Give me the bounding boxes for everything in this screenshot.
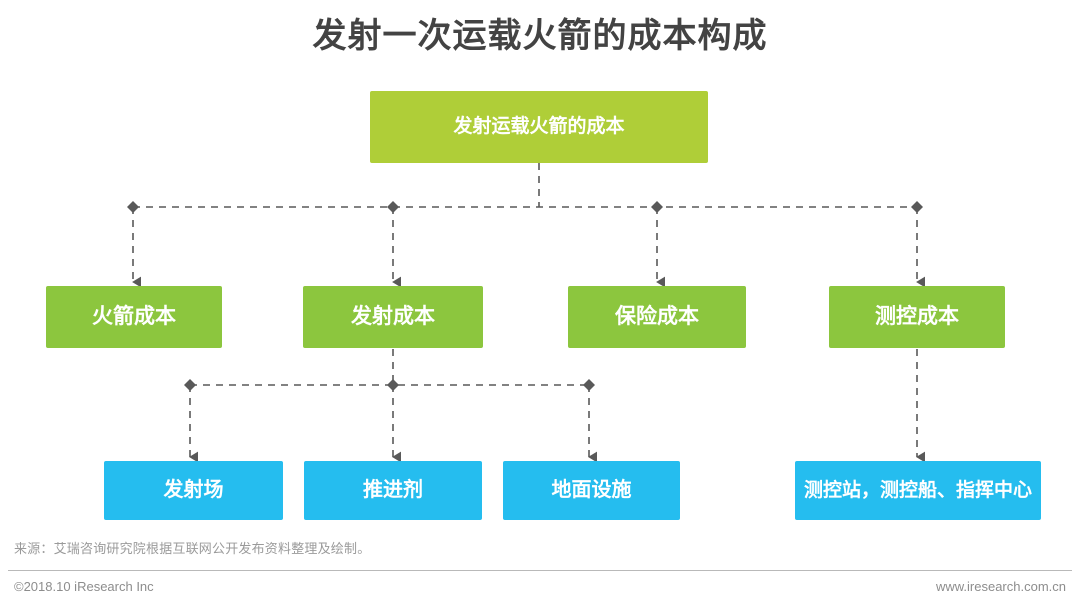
website-link[interactable]: www.iresearch.com.cn: [935, 579, 1066, 594]
node-launch-cost[interactable]: 发射成本: [303, 286, 483, 348]
diamond-junction-launch: [387, 201, 399, 213]
node-ground-facility[interactable]: 地面设施: [503, 461, 680, 520]
node-rocket-cost[interactable]: 火箭成本: [46, 286, 222, 348]
diamond-junction-insurance: [651, 201, 663, 213]
diamond-junction-rocket: [127, 201, 139, 213]
source-note: 来源：艾瑞咨询研究院根据互联网公开发布资料整理及绘制。: [14, 541, 371, 556]
node-tracking-cost[interactable]: 测控成本: [829, 286, 1005, 348]
copyright-text: ©2018.10 iResearch Inc: [14, 579, 154, 594]
node-insurance-cost[interactable]: 保险成本: [568, 286, 746, 348]
node-tracking-station[interactable]: 测控站，测控船、指挥中心: [795, 461, 1041, 520]
junction-diamonds: [127, 201, 923, 391]
node-launch-site[interactable]: 发射场: [104, 461, 283, 520]
diamond-junction-launchsite: [184, 379, 196, 391]
node-propellant[interactable]: 推进剂: [304, 461, 482, 520]
page-title: 发射一次运载火箭的成本构成: [312, 17, 768, 55]
diamond-junction-groundfacility: [583, 379, 595, 391]
diamond-junction-tracking: [911, 201, 923, 213]
node-root[interactable]: 发射运载火箭的成本: [370, 91, 708, 163]
diamond-junction-propellant: [387, 379, 399, 391]
footer-divider: [8, 570, 1072, 571]
